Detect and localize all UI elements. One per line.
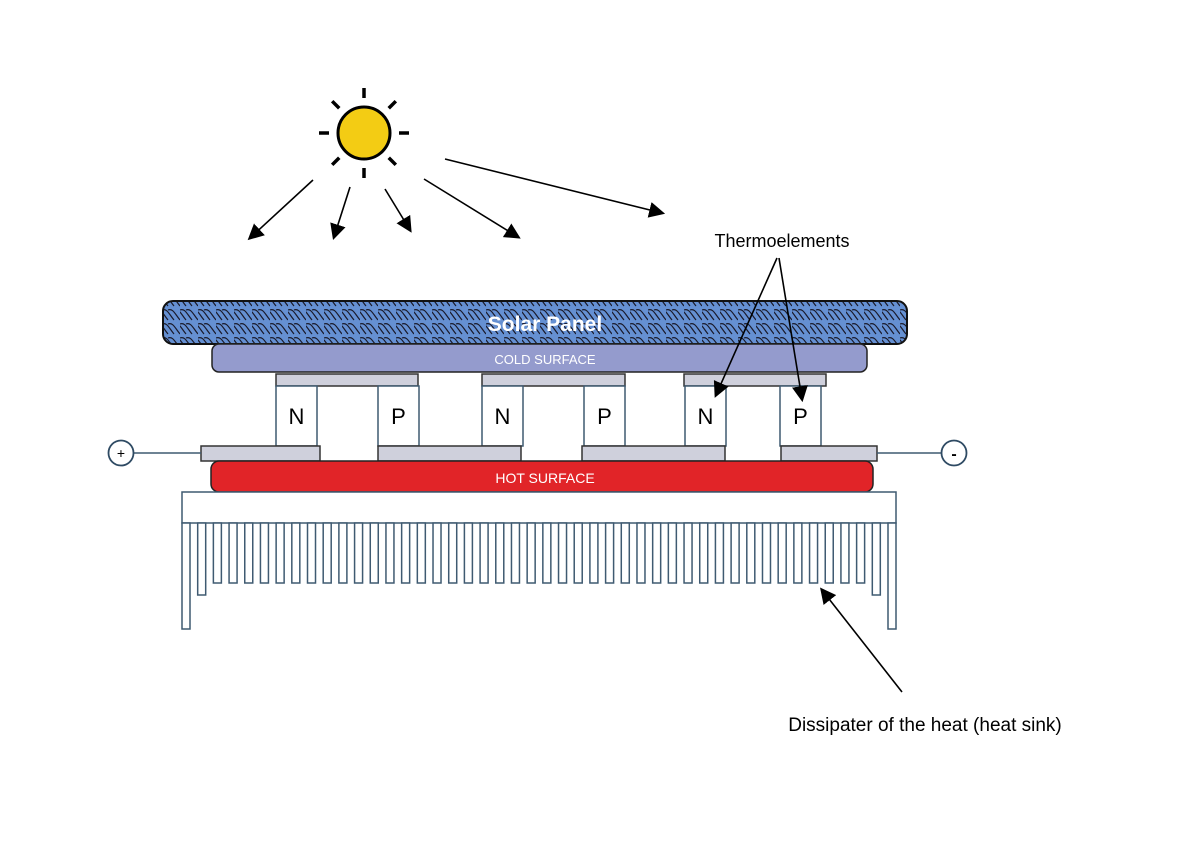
thermoelements-arrow [778, 257, 808, 403]
heat-sink-fin [855, 522, 866, 584]
negative-terminal: - [877, 439, 968, 467]
heat-sink-base [181, 491, 897, 524]
heat-sink-fin [620, 522, 631, 584]
thermoelement-n: N [275, 385, 318, 447]
heat-sink-fin [338, 522, 348, 584]
heat-sink-fin [400, 522, 411, 584]
bottom-conductor [200, 445, 321, 462]
heat-sink-fin [447, 522, 458, 584]
heat-sink-label: Dissipater of the heat (heat sink) [788, 715, 1062, 736]
heat-sink-fin [306, 522, 317, 584]
top-conductor [275, 373, 419, 387]
heat-sink-arrow [820, 587, 903, 693]
sun-ray [387, 156, 398, 167]
heat-sink-fin [510, 522, 521, 584]
heat-sink-fin [698, 522, 709, 584]
bottom-conductor [581, 445, 726, 462]
heat-sink-fin [526, 522, 536, 584]
bottom-conductor [377, 445, 522, 462]
solar-panel-label: Solar Panel [488, 313, 602, 336]
sunlight-arrow [247, 179, 314, 241]
heat-sink-fin [746, 522, 756, 584]
positive-terminal: + [107, 439, 201, 467]
heat-sink-fin [714, 522, 725, 584]
heat-sink-fin [244, 522, 254, 584]
thermoelement-p: P [377, 385, 420, 447]
heat-sink-fin [824, 522, 834, 584]
negative-terminal-label: - [951, 446, 956, 463]
heat-sink-fin [463, 522, 474, 584]
top-conductor [481, 373, 626, 387]
thermoelement-label: P [793, 404, 808, 429]
heat-sink-fin [667, 522, 678, 584]
heat-sink-fin [651, 522, 662, 584]
sunlight-arrow [330, 186, 351, 241]
thermoelements-label: Thermoelements [714, 231, 849, 251]
thermoelement-p: P [583, 385, 626, 447]
heat-sink-fin [322, 522, 332, 584]
heat-sink-fin [636, 522, 646, 584]
heat-sink-fin [385, 522, 395, 584]
top-conductor [683, 373, 827, 387]
heat-sink-fin [589, 522, 599, 584]
heat-sink-fin [212, 522, 223, 584]
solar-panel: Solar Panel [162, 300, 908, 345]
bottom-conductor [780, 445, 878, 462]
heat-sink-fin [557, 522, 568, 584]
heat-sink-fin [181, 522, 191, 630]
heat-sink-fin [291, 522, 301, 584]
heat-sink-fin [761, 522, 772, 584]
thermoelements-arrow [713, 257, 778, 398]
heat-sink-fin [495, 522, 505, 584]
heat-sink-fin [196, 522, 207, 596]
thermoelement-n: N [684, 385, 727, 447]
sun-ray [387, 99, 398, 110]
heat-sink-fin [730, 522, 740, 584]
heat-sink-fin [432, 522, 442, 584]
heat-sink-fin [275, 522, 285, 584]
sun-ray [330, 99, 341, 110]
heat-sink-fin [416, 522, 427, 584]
heat-sink-fin [808, 522, 819, 584]
heat-sink [181, 491, 897, 630]
positive-terminal-label: + [117, 445, 125, 461]
heat-sink-fin [259, 522, 270, 584]
heat-sink-fin [228, 522, 238, 584]
sunlight-arrow [444, 158, 666, 218]
bottom-conductors [200, 445, 878, 462]
thermoelement-label: N [289, 404, 305, 429]
thermoelement-p: P [779, 385, 822, 447]
heat-sink-fin [573, 522, 583, 584]
heat-sink-callout: Dissipater of the heat (heat sink) [788, 587, 1062, 736]
thermoelement-label: P [597, 404, 612, 429]
heat-sink-fins [181, 522, 897, 630]
heat-sink-fin [369, 522, 380, 584]
hot-surface: HOT SURFACE [210, 460, 874, 493]
heat-sink-fin [542, 522, 552, 584]
heat-sink-fin [871, 522, 882, 596]
cold-surface: COLD SURFACE [211, 343, 868, 373]
heat-sink-fin [604, 522, 615, 584]
thermoelement-label: N [698, 404, 714, 429]
thermoelements-callout: Thermoelements [713, 231, 850, 403]
thermoelement-n: N [481, 385, 524, 447]
hot-surface-label: HOT SURFACE [495, 470, 594, 486]
sun-ray [330, 156, 341, 167]
heat-sink-fin [840, 522, 850, 584]
heat-sink-fin [479, 522, 489, 584]
top-conductors [275, 373, 827, 387]
thermoelement-label: N [495, 404, 511, 429]
heat-sink-fin [777, 522, 787, 584]
cold-surface-label: COLD SURFACE [494, 352, 595, 367]
heat-sink-fin [793, 522, 803, 584]
sunlight-arrow [384, 188, 412, 233]
thermoelement-label: P [391, 404, 406, 429]
sun-icon [319, 88, 409, 178]
sunlight-arrows [247, 158, 666, 241]
heat-sink-fin [683, 522, 693, 584]
heat-sink-fin [353, 522, 364, 584]
heat-sink-fin [887, 522, 897, 630]
sunlight-arrow [423, 178, 521, 239]
